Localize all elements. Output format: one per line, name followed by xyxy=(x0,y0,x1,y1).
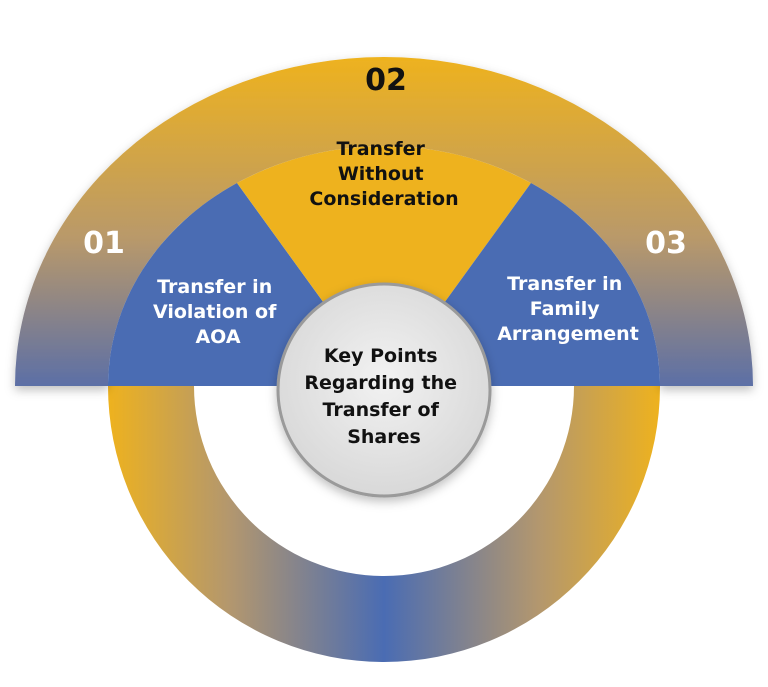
center-circle xyxy=(276,282,492,498)
segment-03-number: 03 xyxy=(645,226,687,261)
segment-02-shape xyxy=(237,146,531,386)
bottom-ring xyxy=(108,386,660,662)
segment-02-number: 02 xyxy=(365,63,407,98)
segment-02-label: Transfer Without Consideration xyxy=(309,138,458,210)
center-label: Key Points Regarding the Transfer of Sha… xyxy=(304,345,463,448)
segment-01-number: 01 xyxy=(83,226,125,261)
top-outer-band xyxy=(15,57,753,386)
segment-01-label: Transfer in Violation of AOA xyxy=(153,276,283,348)
segment-03-label: Transfer in Family Arrangement xyxy=(497,273,639,345)
